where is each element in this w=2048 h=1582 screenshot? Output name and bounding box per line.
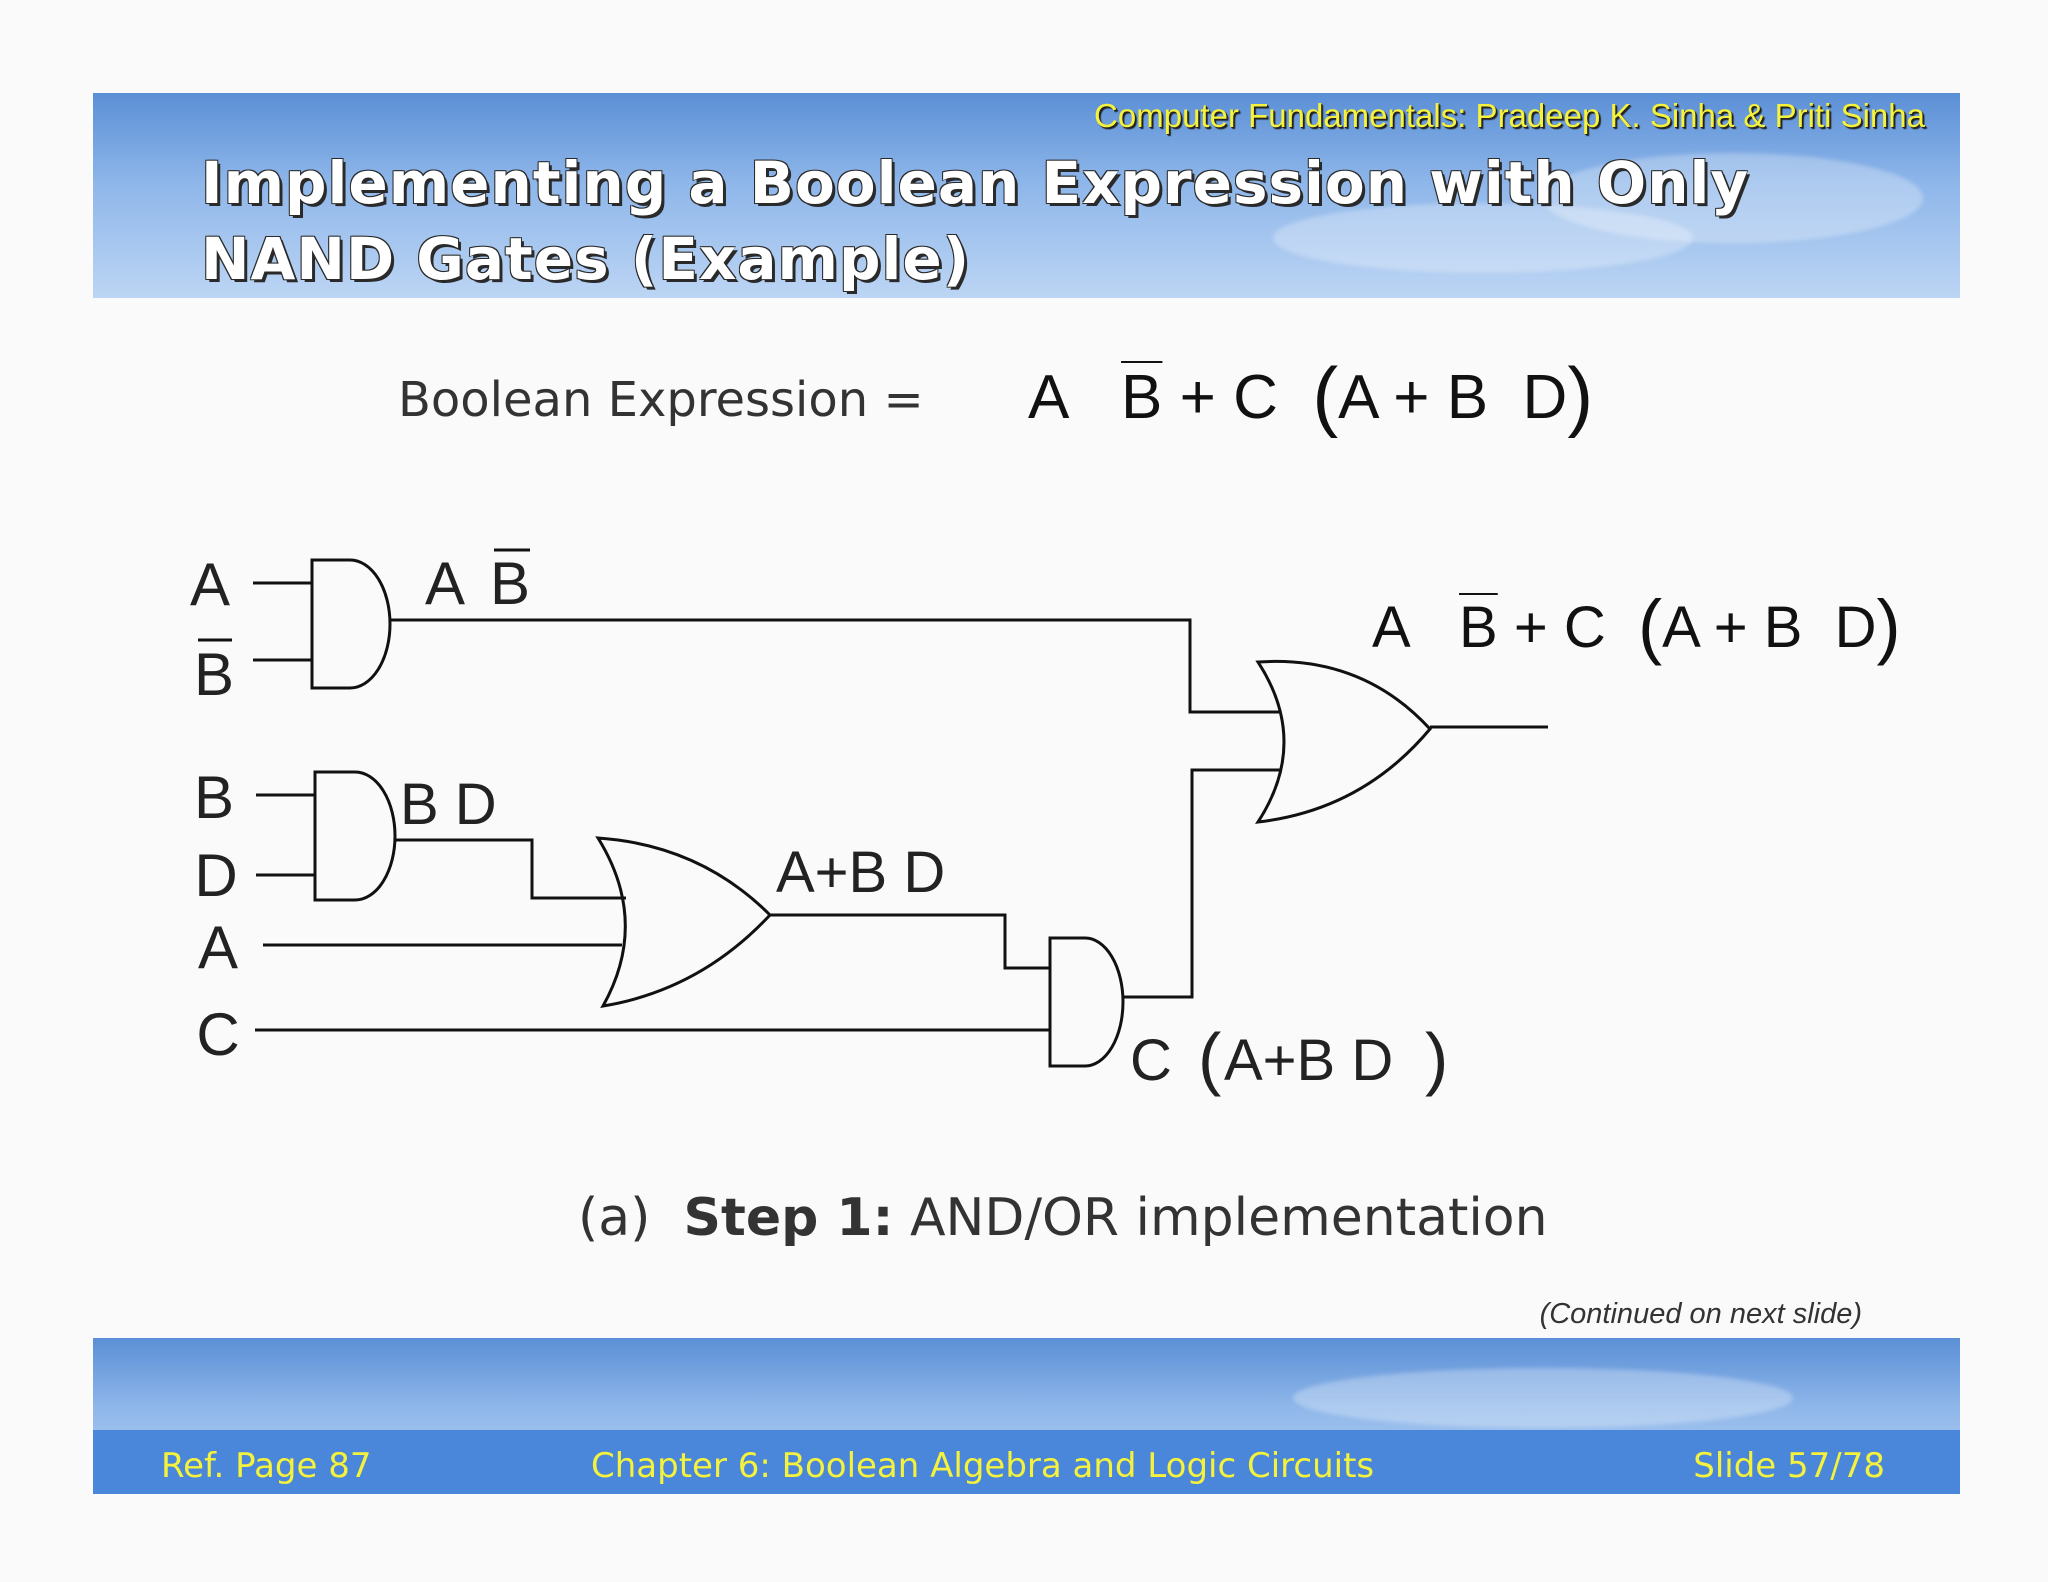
expr-term-b-bar: B (1121, 363, 1163, 432)
expr-term-d: D (1522, 363, 1568, 432)
paren-close: ) (1425, 1019, 1448, 1097)
or-gate-1 (595, 836, 773, 1008)
or-gate-output (1255, 659, 1432, 824)
continued-note: (Continued on next slide) (1539, 1298, 1862, 1330)
footer-slide-number: Slide 57/78 (1693, 1446, 1885, 1486)
label-a-plus-bd: A+B D (776, 840, 945, 905)
label-c-term-c: C (1130, 1028, 1172, 1093)
label-bd: B D (400, 772, 497, 837)
wire-bd-out (394, 838, 626, 900)
footer-chapter: Chapter 6: Boolean Algebra and Logic Cir… (591, 1446, 1375, 1486)
and-gate-2 (313, 770, 397, 902)
footer-strip: Ref. Page 87 Chapter 6: Boolean Algebra … (93, 1430, 1960, 1494)
slide-title: Implementing a Boolean Expression with O… (201, 145, 1901, 297)
footer-banner: Ref. Page 87 Chapter 6: Boolean Algebra … (93, 1338, 1960, 1494)
input-b-bar: B (194, 641, 234, 708)
out-term-plus-c: + C (1513, 595, 1606, 660)
input-c: C (196, 1001, 239, 1068)
and-gate-1 (310, 558, 392, 690)
label-c-term-inner: A+B D (1224, 1028, 1393, 1093)
input-a-2: A (198, 914, 238, 981)
expr-term-a-plus-b: A + B (1338, 363, 1489, 432)
expr-term-a: A (1028, 363, 1070, 432)
wire-a-plus-bd-out (770, 913, 1050, 970)
title-line-1: Implementing a Boolean Expression with O… (201, 149, 1750, 217)
label-ab-a: A (425, 550, 465, 617)
and-gate-3 (1048, 936, 1125, 1068)
out-term-b-bar: B (1459, 595, 1498, 660)
footer-ref-page: Ref. Page 87 (161, 1446, 372, 1486)
out-term-a-plus-b: A + B (1662, 595, 1803, 660)
boolean-expression: A B + C (A + B D) (1028, 352, 1594, 439)
input-b-2: B (194, 764, 234, 831)
caption-step: Step 1: (683, 1188, 894, 1248)
header-banner: Computer Fundamentals: Pradeep K. Sinha … (93, 93, 1960, 298)
attribution: Computer Fundamentals: Pradeep K. Sinha … (1094, 97, 1925, 134)
input-d: D (194, 842, 237, 909)
caption-prefix: (a) (578, 1188, 651, 1248)
label-ab-b: B (490, 550, 530, 617)
title-line-2: NAND Gates (Example) (201, 225, 971, 293)
paren-open: ( (1198, 1019, 1221, 1097)
out-term-a: A (1372, 595, 1411, 660)
out-term-d: D (1834, 595, 1877, 660)
wire-c-term-out (1124, 768, 1280, 999)
input-a-1: A (190, 551, 230, 618)
expr-term-plus-c: + C (1179, 363, 1278, 432)
diagram-caption: (a) Step 1: AND/OR implementation (578, 1188, 1548, 1248)
expression-label: Boolean Expression = (398, 372, 924, 428)
caption-text: AND/OR implementation (909, 1188, 1548, 1248)
wire-ab-out (390, 618, 1281, 714)
output-expression: A B + C (A + B D) (1372, 585, 1901, 667)
